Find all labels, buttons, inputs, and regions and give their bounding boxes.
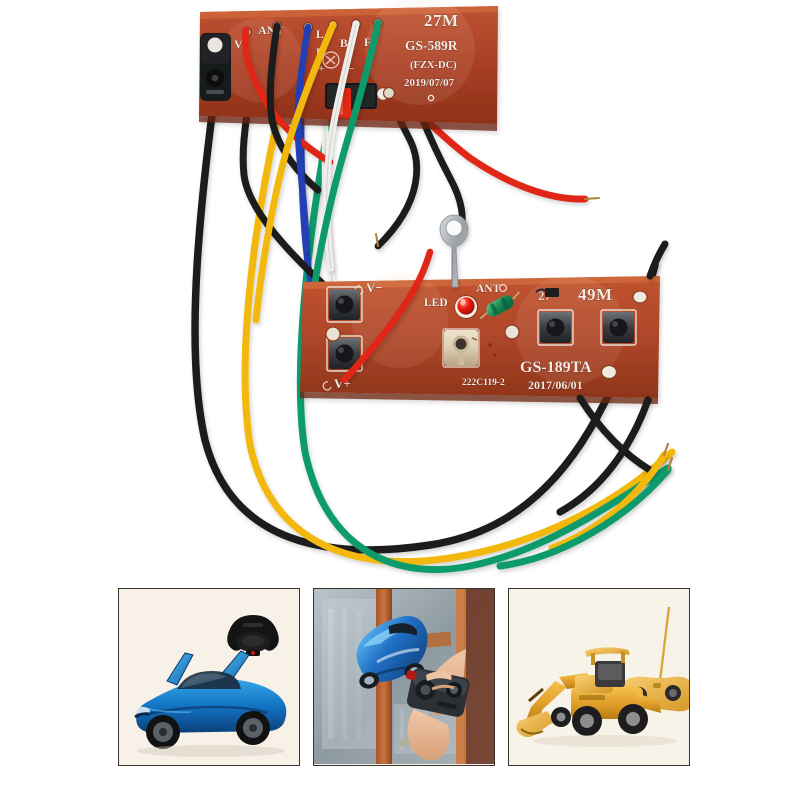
yellow-wire-end [548, 451, 668, 552]
photo-rc-excavator[interactable]: Yellow RC excavator with yellow controll… [508, 588, 690, 766]
green-wire-topboard [306, 19, 382, 324]
tactile-button-right[interactable] [537, 309, 574, 346]
tactile-button-v-minus[interactable] [326, 286, 363, 323]
car-wheel-front [146, 715, 180, 749]
rc-controller-wheel [227, 615, 279, 656]
pad-label-ant-tx: ANT [476, 283, 501, 295]
receiver-frequency-label: 27M [424, 11, 459, 30]
receiver-silk-hole [427, 94, 435, 102]
rc-sports-car [134, 650, 287, 749]
pad-label-l: L [316, 29, 324, 41]
yellow-wire-topboard [252, 21, 337, 324]
tactile-button-far-right[interactable] [600, 309, 637, 346]
red-wire-transmitter [340, 248, 434, 384]
transmitter-date-label: 2017/06/01 [528, 378, 583, 392]
red-led [454, 295, 478, 319]
transmitter-partcode-label: 222C119-2 [462, 378, 505, 388]
diode-symbol-silk [322, 51, 340, 69]
receiver-date-label: 2019/07/07 [404, 77, 455, 89]
pcb-pad-mid [504, 324, 520, 340]
mounting-hole-br [600, 364, 618, 380]
receiver-submodel-label: (FZX-DC) [410, 60, 457, 71]
wall-climbing-car [356, 615, 428, 689]
black-wire-end-right [556, 396, 652, 516]
pad-label-f: F [364, 37, 371, 49]
via-2 [493, 353, 497, 357]
green-wire-end [496, 466, 672, 570]
via-1 [488, 343, 492, 347]
product-photo-strip: Blue RC sports car with black steering-w… [118, 588, 690, 766]
tactile-button-v-plus[interactable] [326, 335, 363, 372]
receiver-model-label: GS-589R [405, 38, 458, 53]
green-inductor [479, 291, 520, 320]
pad-label-plus: + [318, 63, 324, 75]
pcb-pad-left [325, 326, 341, 342]
receiver-pad-hole-2 [382, 86, 396, 100]
yellow-wire [241, 26, 676, 566]
black-wire-tx-right-down [576, 394, 654, 474]
car-wheel-rear [236, 711, 270, 745]
dc-power-jack[interactable] [200, 33, 231, 101]
controller-antenna [657, 606, 671, 690]
pad-label-vminus: V− [366, 280, 383, 295]
rc-excavator [516, 647, 661, 738]
transmitter-model-label: GS-189TA [520, 359, 592, 376]
mounting-hole-tr [632, 290, 648, 304]
green-wire [296, 21, 672, 574]
pad-label-minus: − [348, 63, 354, 75]
blue-wire-topboard [294, 23, 312, 254]
hands-holding-controller [405, 649, 470, 761]
pad-label-v: V [234, 37, 243, 51]
smd-component [535, 288, 559, 297]
photo-rc-sports-car[interactable]: Blue RC sports car with black steering-w… [118, 588, 300, 766]
transmitter-frequency-label: 49M [578, 285, 613, 304]
black-wire [191, 31, 659, 554]
pad-label-b: B [340, 38, 348, 50]
antenna-ring-terminal [439, 214, 469, 288]
black-wire-tx-right-up [646, 240, 669, 280]
pad-label-led: LED [424, 297, 448, 309]
rf-transformer [442, 328, 480, 368]
wire-copper-tips-bottom [662, 442, 674, 472]
photo-wall-climbing-car[interactable]: Blue wall-climbing RC car on window with… [313, 588, 495, 766]
